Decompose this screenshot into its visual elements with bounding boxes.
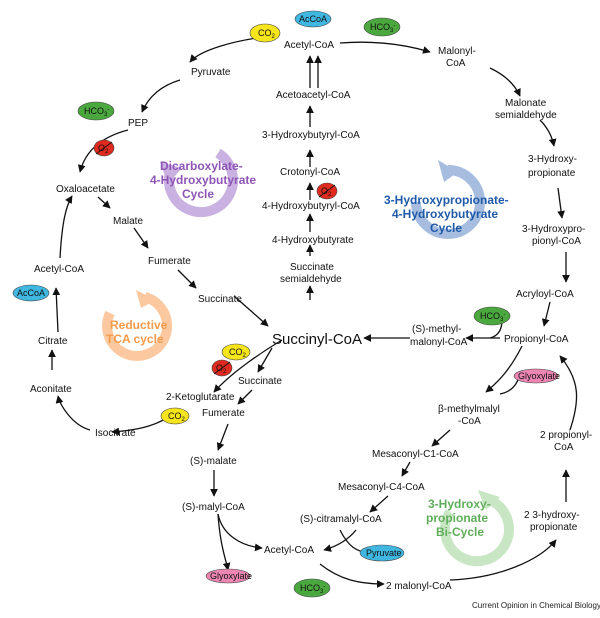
hco3-badge-bottom: HCO3-	[293, 578, 331, 598]
rtca-label-1: Reductive	[110, 318, 168, 332]
malonate-semialdehyde-2: semialdehyde	[495, 110, 557, 121]
hpbi-label-3: Bi-Cycle	[436, 525, 484, 539]
glyoxylate-badge-bottom: Glyoxylate	[205, 568, 252, 584]
svg-text:AcCoA: AcCoA	[299, 14, 327, 24]
svg-text:HCO3-: HCO3-	[480, 311, 505, 323]
oxaloacetate: Oxaloacetate	[56, 184, 115, 195]
svg-text:HCO3-: HCO3-	[300, 583, 325, 595]
acoa-badge-left: AcCoA	[12, 284, 50, 302]
two-malonyl-coa: 2 malonyl-CoA	[386, 581, 452, 592]
methylmalonyl-coa-1: (S)-methyl-	[412, 324, 461, 335]
svg-text:O2: O2	[98, 143, 109, 155]
dc4hb-cycle-ring	[160, 148, 238, 218]
b-methylmalyl-coa-1: β-methylmalyl	[438, 404, 500, 415]
b-methylmalyl-coa-2: -CoA	[458, 416, 481, 427]
dc4hb-label-3: Cycle	[182, 187, 214, 201]
metabolite-labels: Acetyl-CoA Acetoacetyl-CoA 3-Hydroxybuty…	[30, 40, 592, 592]
hco3-badge-top: HCO3-	[363, 17, 401, 37]
svg-text:Glyoxylate: Glyoxylate	[210, 571, 252, 581]
rtca-cycle-ring	[102, 290, 173, 361]
hydroxypropionyl-coa-2: pionyl-CoA	[532, 236, 581, 247]
hydroxybutyrate-4: 4-Hydroxybutyrate	[272, 235, 354, 246]
co2-badge-isocitrate: CO2	[160, 407, 190, 425]
succinate-semialdehyde-2: semialdehyde	[280, 274, 342, 285]
svg-text:AcCoA: AcCoA	[17, 288, 45, 298]
svg-text:O2: O2	[321, 186, 332, 198]
hydroxybutyryl-coa-4: 4-Hydroxybutyryl-CoA	[262, 201, 360, 212]
mesaconyl-c1-coa: Mesaconyl-C1-CoA	[372, 449, 459, 460]
acetyl-coa-low: Acetyl-CoA	[264, 545, 314, 556]
pyruvate: Pyruvate	[191, 67, 231, 78]
s-malate: (S)-malate	[190, 456, 237, 467]
succinate-left: Succinate	[198, 294, 242, 305]
pyruvate-badge-bottom: Pyruvate	[359, 544, 405, 562]
o2-badge-center: O2	[316, 182, 338, 200]
two-hydroxypropionate-1: 2 3-hydroxy-	[524, 510, 580, 521]
crotonyl-coa: Crotonyl-CoA	[280, 167, 340, 178]
svg-text:HCO3-: HCO3-	[370, 22, 395, 34]
s-malyl-coa: (S)-malyl-CoA	[182, 502, 245, 513]
svg-text:HCO3-: HCO3-	[84, 106, 109, 118]
malonate-semialdehyde-1: Malonate	[505, 98, 547, 109]
acetyl-coa-left: Acetyl-CoA	[34, 264, 84, 275]
methylmalonyl-coa-2: malonyl-CoA	[410, 337, 468, 348]
svg-text:Glyoxylate: Glyoxylate	[518, 371, 560, 381]
co2-badge-tca: CO2	[221, 343, 251, 361]
two-propionyl-coa-1: 2 propionyl-	[540, 430, 592, 441]
pep: PEP	[128, 118, 148, 129]
glyoxylate-badge-right: Glyoxylate	[513, 368, 560, 384]
hco3-badge-propionyl: HCO3-	[473, 306, 511, 326]
citramalyl-coa: (S)-citramalyl-CoA	[300, 514, 382, 525]
svg-text:CO2: CO2	[258, 28, 276, 40]
acoa-badge-top: AcCoA	[294, 10, 332, 28]
dc4hb-label-1: Dicarboxylate-	[160, 159, 243, 173]
mesaconyl-c4-coa: Mesaconyl-C4-CoA	[338, 482, 425, 493]
hpbi-label-2: propionate	[426, 511, 488, 525]
hydroxypropionyl-coa-1: 3-Hydroxypro-	[522, 224, 585, 235]
propionyl-coa: Propionyl-CoA	[504, 334, 569, 345]
aconitate: Aconitate	[30, 384, 72, 395]
svg-text:Pyruvate: Pyruvate	[366, 548, 402, 558]
hpbi-label-1: 3-Hydroxy-	[428, 497, 491, 511]
two-hydroxypropionate-2: propionate	[530, 522, 578, 533]
svg-text:CO2: CO2	[168, 411, 186, 423]
acetoacetyl-coa: Acetoacetyl-CoA	[276, 90, 351, 101]
malonyl-coa-1: Malonyl-	[438, 46, 476, 57]
ketoglutarate: 2-Ketoglutarate	[166, 392, 235, 403]
hp4hb-cycle-ring	[411, 160, 485, 239]
hydroxypropionate-1: 3-Hydroxy-	[528, 154, 577, 165]
fumerate-low: Fumerate	[202, 408, 245, 419]
fumerate-left: Fumerate	[148, 256, 191, 267]
succinate-low: Succinate	[238, 376, 282, 387]
cycle-labels: Dicarboxylate- 4-Hydroxybutyrate Cycle 3…	[106, 159, 509, 539]
rtca-label-2: TCA cycle	[106, 332, 164, 346]
acryloyl-coa: Acryloyl-CoA	[516, 289, 574, 300]
hp4hb-label-2: 4-Hydroxybutyrate	[392, 207, 498, 221]
co2-badge-top: CO2	[249, 23, 281, 43]
source-credit: Current Opinion in Chemical Biology	[472, 601, 600, 610]
svg-text:CO2: CO2	[229, 347, 247, 359]
malate: Malate	[113, 216, 143, 227]
hydroxypropionate-2: propionate	[528, 168, 576, 179]
o2-badge-pep: O2	[93, 139, 115, 157]
citrate: Citrate	[38, 336, 68, 347]
isocitrate: Isocitrate	[95, 428, 136, 439]
hp4hb-label-1: 3-Hydroxypropionate-	[384, 193, 509, 207]
dc4hb-label-2: 4-Hydroxybutyrate	[150, 173, 256, 187]
hp4hb-label-3: Cycle	[430, 221, 462, 235]
malonyl-coa-2: CoA	[446, 58, 466, 69]
two-propionyl-coa-2: CoA	[554, 442, 574, 453]
pathway-lines	[48, 35, 578, 588]
acetyl-coa-top: Acetyl-CoA	[284, 40, 334, 51]
svg-text:O2: O2	[216, 363, 227, 375]
hydroxybutyryl-coa: 3-Hydroxybutyryl-CoA	[262, 130, 360, 141]
hpbi-cycle-ring	[439, 490, 514, 567]
o2-badge-tca: O2	[211, 359, 233, 377]
succinate-semialdehyde-1: Succinate	[290, 262, 334, 273]
succinyl-coa: Succinyl-CoA	[272, 331, 362, 348]
hco3-badge-pep: HCO3-	[77, 101, 115, 121]
